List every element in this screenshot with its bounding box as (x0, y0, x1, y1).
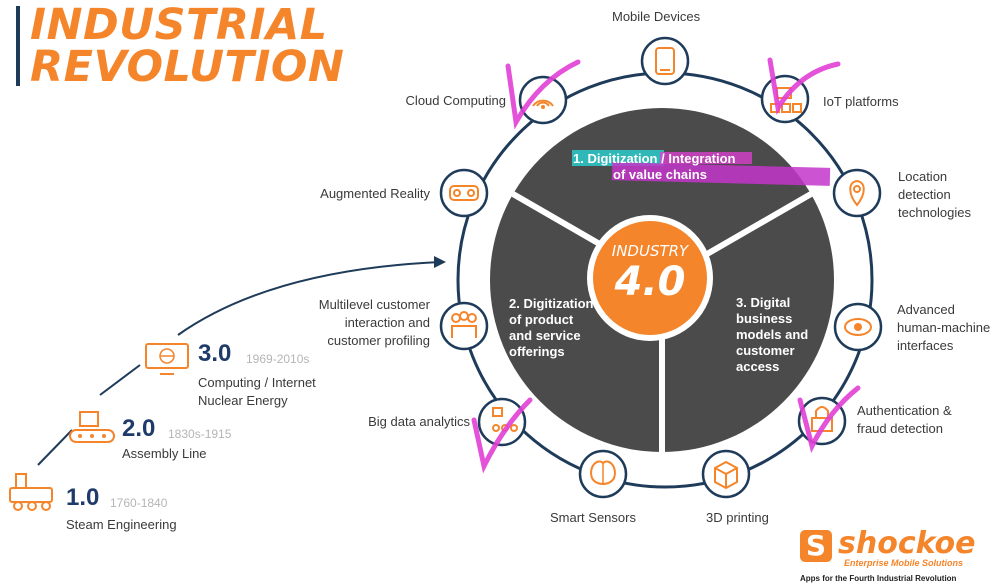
check-mark-auth (797, 385, 861, 454)
segment-right-line: models and (736, 327, 809, 342)
segment-right-line: customer (736, 343, 795, 358)
segment-right-line: access (736, 359, 780, 374)
center-line-2: 4.0 (614, 259, 686, 305)
label-big-data: Big data analytics (368, 414, 470, 429)
era-connector-2 (99, 364, 141, 396)
computer-icon (145, 343, 189, 375)
center-line-1: INDUSTRY (611, 242, 689, 260)
title-accent-bar (16, 6, 20, 86)
segment-top-line-1: 1. Digitization / Integration (573, 151, 736, 166)
segment-left-line: and service (509, 328, 581, 343)
node-ar (439, 168, 489, 218)
segment-top-text: 1. Digitization / Integration of value c… (573, 151, 773, 183)
era-3-number: 3.0 (198, 340, 232, 367)
node-bigdata (477, 397, 527, 447)
node-cloud (518, 75, 568, 125)
industry-center-label: INDUSTRY 4.0 (593, 242, 707, 304)
check-mark-bigdata (471, 397, 533, 474)
label-3d-printing: 3D printing (706, 510, 769, 525)
label-smart-sensors: Smart Sensors (550, 510, 636, 525)
segment-left-line: of product (509, 312, 574, 327)
logo-mark: S (800, 530, 832, 562)
logo-tagline: Apps for the Fourth Industrial Revolutio… (800, 574, 957, 583)
logo-wordmark: shockoe (838, 526, 976, 561)
era-connector-1 (37, 429, 73, 466)
segment-left-text: 2. Digitization of product and service o… (509, 296, 609, 360)
era-2-years: 1830s-1915 (168, 427, 232, 441)
label-augmented-reality: Augmented Reality (320, 186, 430, 201)
node-location (832, 168, 882, 218)
segment-left-line: 2. Digitization (509, 296, 594, 311)
segment-left-line: offerings (509, 344, 565, 359)
era-2-number: 2.0 (122, 415, 156, 442)
check-mark-cloud (505, 59, 581, 130)
era-1-years: 1760-1840 (110, 496, 168, 510)
assembly-line-icon (69, 411, 115, 443)
era-3-years: 1969-2010s (246, 352, 310, 366)
logo-subtitle: Enterprise Mobile Solutions (844, 558, 964, 568)
label-cloud-computing: Cloud Computing (405, 93, 506, 108)
label-iot-platforms: IoT platforms (823, 94, 899, 109)
label-mobile-devices: Mobile Devices (612, 9, 701, 24)
page-title: INDUSTRIAL REVOLUTION (30, 0, 345, 92)
center-circle (593, 221, 707, 335)
era-1-number: 1.0 (66, 484, 100, 511)
era-1-desc: Steam Engineering (66, 517, 177, 532)
node-hmi (833, 302, 883, 352)
era-connector-3 (177, 261, 441, 336)
label-authentication: Authentication &fraud detection (857, 403, 952, 436)
segment-right-text: 3. Digital business models and customer … (736, 295, 836, 375)
node-mobile (640, 36, 690, 86)
highlight-magenta (611, 162, 831, 186)
segment-right-line: 3. Digital (736, 295, 791, 310)
steam-engine-icon (9, 473, 53, 511)
check-mark-iot (767, 57, 841, 116)
title-line-1: INDUSTRIAL (30, 0, 328, 50)
segment-top-line-2: of value chains (613, 167, 707, 182)
title-line-2: REVOLUTION (30, 42, 345, 92)
highlight-cyan (572, 150, 664, 166)
segment-right-line: business (736, 311, 793, 326)
node-3d-printing (701, 449, 751, 499)
node-sensors (578, 449, 628, 499)
era-2-desc: Assembly Line (122, 446, 207, 461)
arrow-head (434, 256, 446, 268)
node-customer (439, 301, 489, 351)
